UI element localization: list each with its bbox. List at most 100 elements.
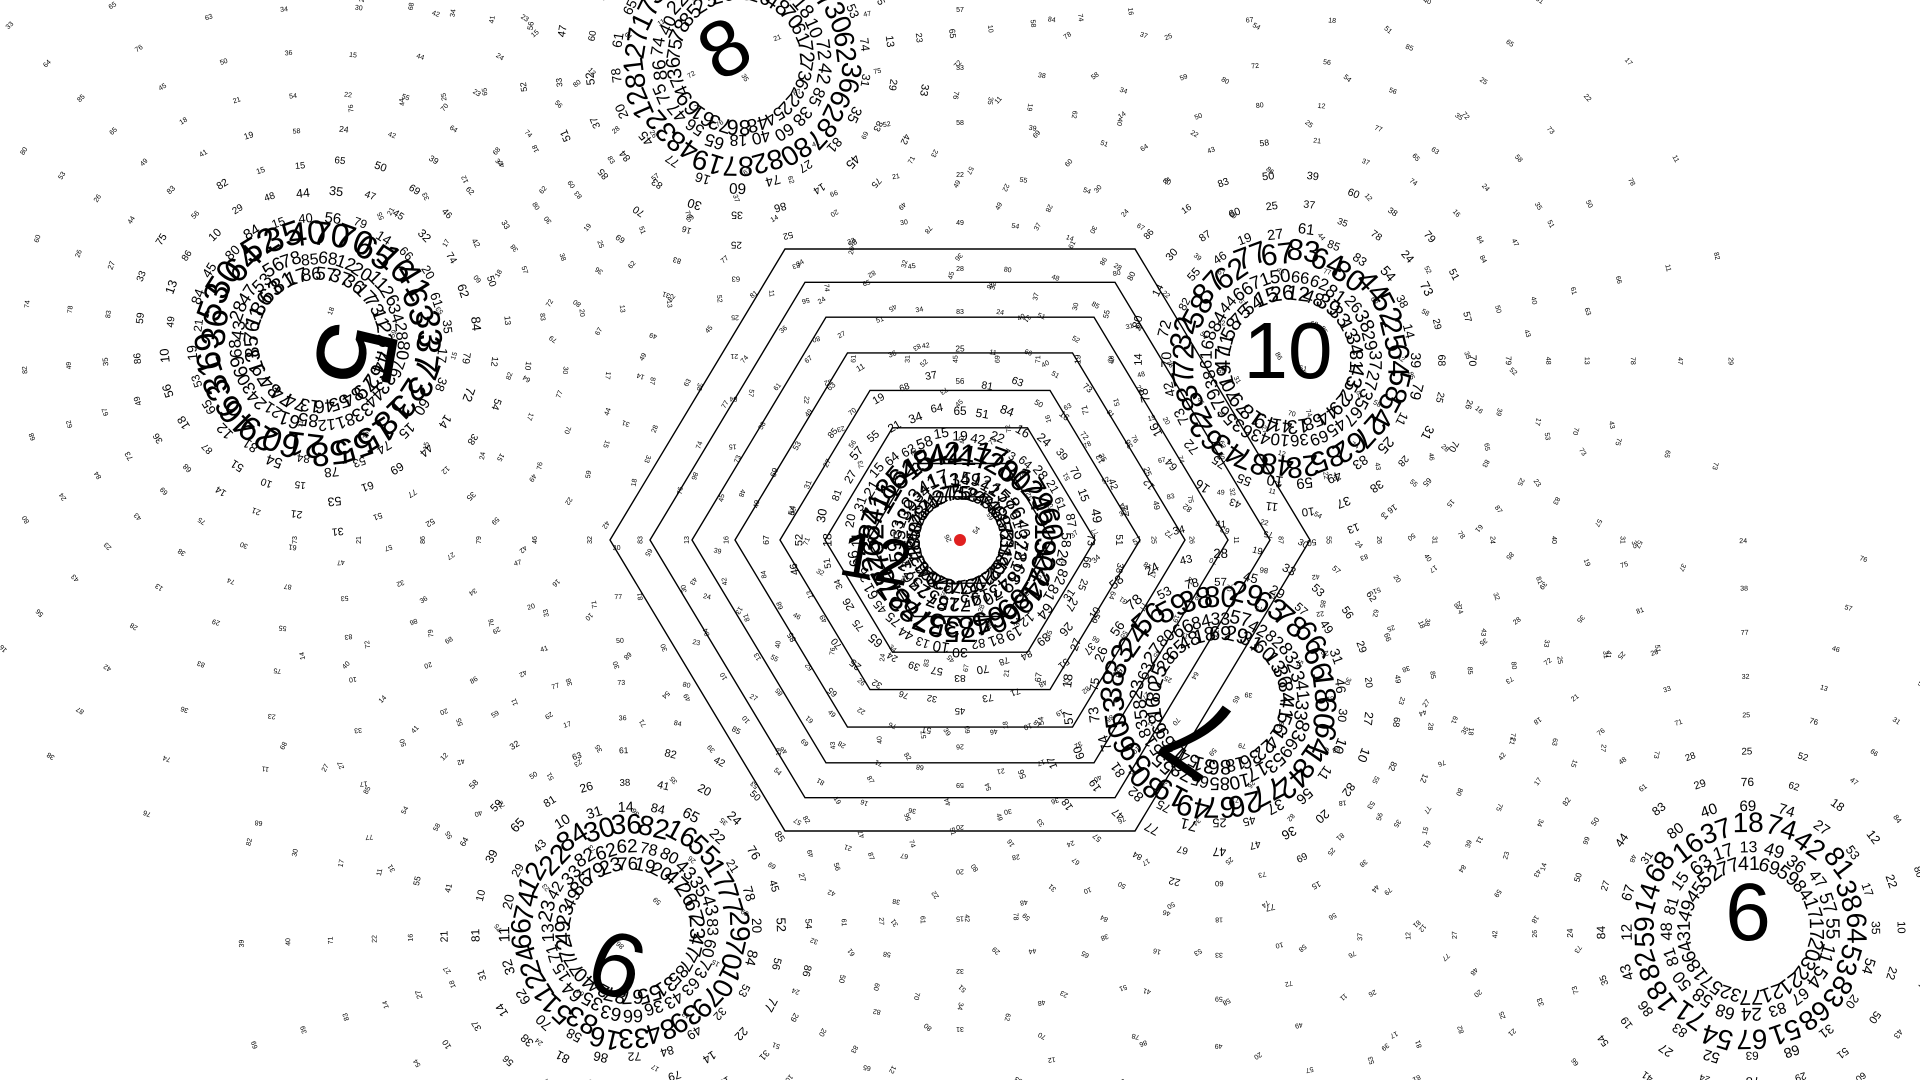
spoke-number: 12 [1418,772,1430,784]
spoke-number: 81 [900,574,909,584]
spoke-number: 30 [612,660,621,670]
spoke-number: 13 [914,633,932,651]
spoke-number: 84 [1131,849,1144,862]
spoke-number: 73 [1417,279,1437,299]
spoke-number: 48 [1658,922,1676,941]
spoke-number: 63 [1010,374,1025,389]
spoke-number: 23 [519,14,529,24]
spoke-number: 27 [445,550,455,560]
spoke-number: 53 [1097,694,1134,731]
spoke-number: 77 [1063,675,1073,685]
spoke-number: 56 [904,812,913,822]
spoke-number: 26 [1188,536,1195,544]
spoke-number: 29 [1357,329,1381,353]
spoke-number: 23 [1045,501,1056,511]
spoke-number: 71 [1146,718,1156,727]
spoke-number: 73 [587,843,597,854]
spoke-number: 61 [1421,839,1431,849]
spoke-number: 54 [803,918,813,929]
spoke-number: 47 [1210,348,1235,372]
spoke-number: 83 [1480,458,1490,468]
spoke-number: 62 [1070,110,1078,119]
spoke-number: 31 [1601,651,1609,660]
spoke-number: 51 [875,316,885,325]
spoke-number: 63 [1063,402,1073,412]
spoke-number: 50 [616,638,624,645]
spoke-number: 27 [442,965,452,976]
spoke-number: 36 [284,50,293,58]
spoke-number: 85 [1428,671,1436,680]
spoke-number: 59 [1215,995,1223,1002]
spoke-number: 64 [42,59,53,70]
spoke-number: 43 [70,572,81,583]
spoke-number: 40 [876,735,884,744]
spoke-number: 81 [1411,1073,1421,1080]
spoke-number: 15 [255,165,267,177]
spoke-number: 43 [1179,553,1194,568]
spoke-number: 26 [1532,930,1539,938]
spoke-number: 66 [1581,835,1590,845]
spoke-number: 61 [360,478,376,493]
spoke-number: 33 [5,21,16,32]
spoke-number: 59 [883,539,908,564]
hexagon-ring [907,496,1013,584]
spoke-number: 79 [1238,741,1247,749]
spoke-number: 53 [1543,432,1551,441]
spoke-number: 14 [1133,353,1145,365]
spoke-number: 74 [523,129,534,140]
spoke-number: 78 [1183,575,1200,592]
spoke-number: 51 [1295,659,1304,669]
spoke-number: 51 [1113,534,1124,546]
spoke-number: 32 [809,936,819,945]
spoke-number: 35 [739,73,749,83]
spoke-number: 59 [685,214,696,224]
spoke-number: 51 [1118,983,1128,992]
spoke-number: 26 [93,193,103,203]
spoke-number: 25 [1742,712,1750,719]
spoke-number: 73 [1000,447,1017,464]
spoke-number: 84 [1456,863,1466,873]
spoke-number: 29 [230,202,245,217]
spoke-number: 65 [1482,443,1490,452]
spoke-number: 12 [489,356,500,367]
spoke-number: 86 [469,676,479,686]
spoke-number: 59 [585,470,593,479]
spoke-number: 47 [1148,569,1156,578]
spoke-number: 82 [667,293,677,304]
spoke-number: 10 [1270,429,1291,450]
spoke-number: 58 [758,421,768,431]
spoke-number: 16 [1152,946,1161,955]
spoke-number: 74 [443,251,459,267]
spoke-number: 75 [1186,495,1194,504]
spoke-number: 55 [1019,177,1028,185]
spoke-number: 69 [1739,798,1756,815]
spoke-number: 51 [771,1040,781,1049]
spoke-number: 86 [649,58,672,82]
spoke-number: 70 [975,662,989,676]
spoke-number: 13 [753,651,763,661]
spoke-number: 85 [1090,301,1100,311]
spoke-number: 14 [1065,234,1075,243]
spoke-number: 20 [817,1027,829,1038]
spoke-number: 49 [1317,617,1336,636]
spoke-number: 33 [1290,699,1313,722]
spoke-number: 31 [890,917,900,927]
spoke-number: 40 [298,210,314,226]
spoke-number: 24 [1162,176,1172,186]
spoke-number: 42 [1160,380,1178,398]
spoke-number: 69 [995,355,1002,363]
spoke-number: 11 [767,290,775,298]
spoke-number: 65 [1410,153,1420,164]
spoke-number: 33 [1280,560,1299,579]
spoke-number: 63 [1582,307,1591,317]
spoke-number: 75 [1613,437,1622,446]
spoke-number: 13 [162,278,180,296]
spoke-number: 27 [106,260,117,271]
spoke-number: 26 [75,249,84,259]
spoke-number: 28 [1284,447,1321,484]
spoke-number: 41 [540,645,550,654]
spoke-number: 72 [1284,979,1293,988]
spoke-number: 62 [616,836,638,858]
spoke-number: 52 [1101,476,1111,486]
